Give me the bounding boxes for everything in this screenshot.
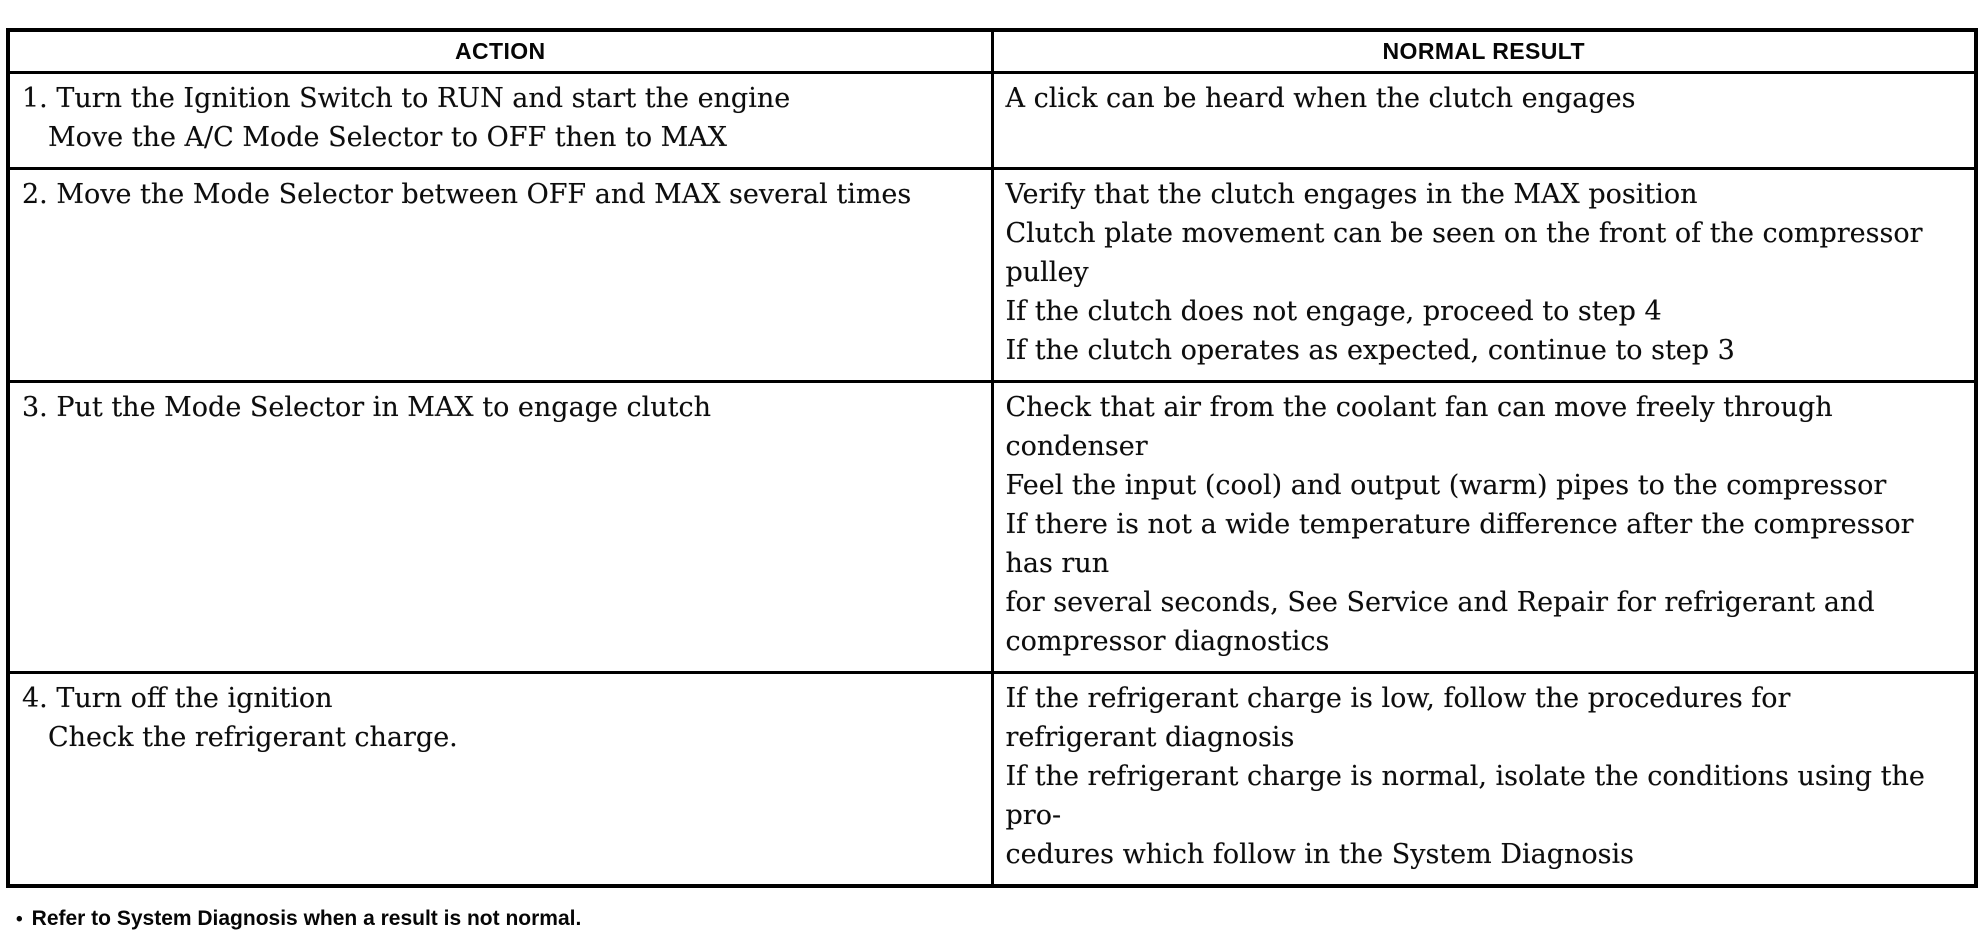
result-paragraph: A click can be heard when the clutch eng…	[1005, 83, 1636, 114]
footnote-text: Refer to System Diagnosis when a result …	[31, 907, 582, 930]
manual-page: ACTION NORMAL RESULT 1. Turn the Ignitio…	[6, 28, 1978, 930]
column-header-normal-result: NORMAL RESULT	[990, 28, 1978, 74]
column-header-action: ACTION	[6, 28, 994, 74]
result-paragraph: If there is not a wide temperature diffe…	[1005, 509, 1914, 657]
diagnosis-table: ACTION NORMAL RESULT 1. Turn the Ignitio…	[6, 28, 1978, 888]
bullet-icon: •	[16, 909, 23, 930]
table-body: 1. Turn the Ignition Switch to RUN and s…	[6, 71, 1978, 888]
action-line: 2. Move the Mode Selector between OFF an…	[22, 179, 912, 210]
table-row: 1. Turn the Ignition Switch to RUN and s…	[6, 71, 1978, 170]
action-line: 3. Put the Mode Selector in MAX to engag…	[22, 392, 712, 423]
table-row: 3. Put the Mode Selector in MAX to engag…	[6, 380, 1978, 674]
action-cell: 1. Turn the Ignition Switch to RUN and s…	[6, 71, 994, 170]
table-row: 2. Move the Mode Selector between OFF an…	[6, 167, 1978, 383]
result-paragraph: Clutch plate movement can be seen on the…	[1005, 218, 1923, 288]
action-line: Check the refrigerant charge.	[48, 722, 458, 753]
action-line: Move the A/C Mode Selector to OFF then t…	[48, 122, 728, 153]
footnote: • Refer to System Diagnosis when a resul…	[16, 907, 1978, 931]
action-line: 1. Turn the Ignition Switch to RUN and s…	[22, 83, 791, 114]
result-paragraph: Verify that the clutch engages in the MA…	[1005, 179, 1698, 210]
result-cell: Verify that the clutch engages in the MA…	[990, 167, 1978, 383]
action-line: 4. Turn off the ignition	[22, 683, 333, 714]
result-paragraph: Feel the input (cool) and output (warm) …	[1005, 470, 1887, 501]
result-paragraph: If the clutch operates as expected, cont…	[1005, 335, 1735, 366]
header-row: ACTION NORMAL RESULT	[6, 28, 1978, 74]
result-cell: If the refrigerant charge is low, follow…	[990, 671, 1978, 888]
result-paragraph: Check that air from the coolant fan can …	[1005, 392, 1833, 462]
action-cell: 2. Move the Mode Selector between OFF an…	[6, 167, 994, 383]
result-paragraph: If the refrigerant charge is normal, iso…	[1005, 761, 1925, 870]
result-cell: A click can be heard when the clutch eng…	[990, 71, 1978, 170]
result-paragraph: If the clutch does not engage, proceed t…	[1005, 296, 1662, 327]
action-cell: 3. Put the Mode Selector in MAX to engag…	[6, 380, 994, 674]
result-paragraph: If the refrigerant charge is low, follow…	[1005, 683, 1791, 753]
result-cell: Check that air from the coolant fan can …	[990, 380, 1978, 674]
